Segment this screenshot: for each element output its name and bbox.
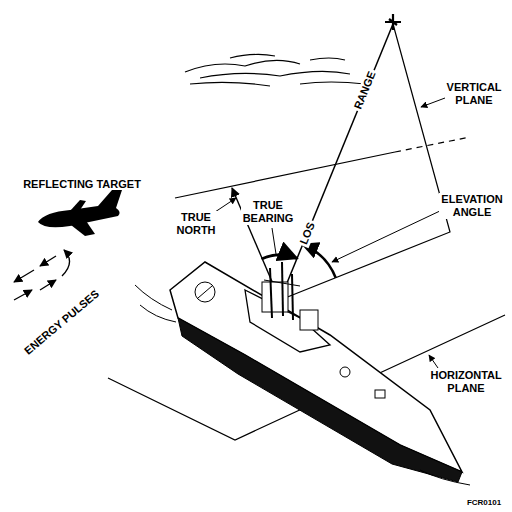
leader-line xyxy=(421,98,445,107)
los-label: LOS xyxy=(296,218,318,247)
north-label: TRUE NORTH xyxy=(174,211,217,236)
pulse-arrow xyxy=(62,250,70,276)
yard xyxy=(264,280,300,286)
horizon-line xyxy=(175,152,395,198)
pulse-arrow xyxy=(40,256,56,266)
leader-line xyxy=(429,355,438,368)
pulse-arrow xyxy=(14,270,34,282)
cloud-stroke xyxy=(190,82,365,86)
range-label: RANGE xyxy=(351,67,379,112)
cloud-strokes xyxy=(185,54,365,86)
pulse-arrow xyxy=(14,290,32,300)
figure-code: FCR0101 xyxy=(465,498,503,507)
pulse-label: ENERGY PULSES xyxy=(21,286,104,358)
ship xyxy=(135,262,470,485)
leader-line xyxy=(272,228,276,254)
mast xyxy=(292,274,293,320)
cloud-stroke xyxy=(200,71,350,78)
aircraft-wing xyxy=(70,200,86,211)
wake xyxy=(135,285,176,322)
vertical-plane-label: VERTICAL PLANE xyxy=(445,81,504,106)
los-range-line xyxy=(280,24,393,300)
leader-line xyxy=(332,210,442,262)
elevation-arc xyxy=(303,244,336,277)
helo-pad xyxy=(195,282,215,302)
bearing-label: TRUE BEARING xyxy=(241,199,296,224)
deckhouse xyxy=(300,310,318,330)
cloud-stroke xyxy=(185,60,300,72)
true-bearing-arc xyxy=(262,255,297,259)
mast xyxy=(282,262,283,316)
gun-mount xyxy=(340,367,350,377)
pulse-arrow xyxy=(40,280,56,290)
aircraft-wing xyxy=(62,215,95,236)
distant-aircraft xyxy=(385,14,401,30)
elevation-label: ELEVATION ANGLE xyxy=(439,193,504,218)
helo-pad-mark xyxy=(198,286,212,298)
bow-wave xyxy=(420,470,470,485)
mast xyxy=(270,268,272,318)
vertical-plane-line xyxy=(280,24,450,300)
ship-deck xyxy=(170,262,462,472)
horizontal-plane-label: HORIZONTAL PLANE xyxy=(428,369,503,394)
deckhouse xyxy=(262,282,288,312)
horizon-dashed xyxy=(395,137,470,152)
launcher xyxy=(375,390,385,398)
cloud-stroke xyxy=(230,54,345,60)
target-label: REFLECTING TARGET xyxy=(21,178,143,191)
target-aircraft xyxy=(38,190,122,236)
pulse-arrows xyxy=(14,250,70,300)
leader-line xyxy=(215,198,236,212)
